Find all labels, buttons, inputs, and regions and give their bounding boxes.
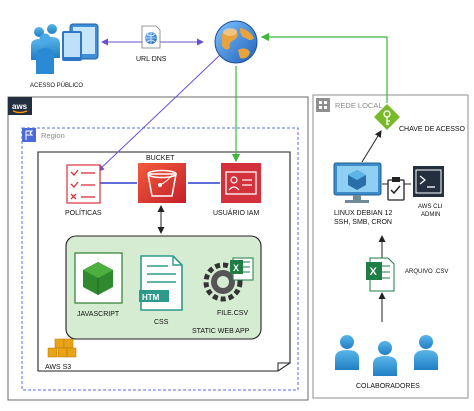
key-to-internet-connector	[260, 32, 388, 103]
clipboard-check-icon	[387, 177, 405, 201]
aws-s3-label: AWS S3	[45, 364, 71, 371]
access-key-label: CHAVE DE ACESSO	[399, 126, 466, 133]
iam-user-icon	[221, 163, 261, 203]
region-label: Region	[41, 131, 65, 140]
linux-node[interactable]: LINUX DEBIAN 12 SSH, SMB, CRON	[333, 162, 392, 226]
css-icon-text: HTM	[142, 293, 160, 302]
csv-file-node[interactable]: X ARQUIVO .CSV	[366, 257, 448, 292]
javascript-cube-icon	[74, 252, 123, 304]
computer-monitor-icon	[333, 162, 382, 203]
collaborators-node[interactable]: COLABORADORES	[335, 335, 438, 390]
terminal-icon	[413, 166, 444, 197]
aws-badge	[8, 97, 32, 115]
policies-label: POLÍTICAS	[65, 208, 102, 217]
bucket-label: BUCKET	[146, 155, 175, 162]
internet-node[interactable]	[214, 20, 258, 64]
bucket-node[interactable]: BUCKET	[138, 155, 186, 203]
globe-icon	[141, 25, 161, 49]
gear-excel-icon: X	[203, 257, 254, 302]
csv-file-label: ARQUIVO .CSV	[405, 269, 448, 275]
csv-icon-text: X	[233, 263, 239, 273]
users-group-icon	[335, 335, 438, 376]
access-key-node[interactable]: CHAVE DE ACESSO	[374, 104, 466, 133]
s3-bucket-icon	[138, 163, 186, 203]
linux-to-key-connector	[361, 130, 382, 163]
css-label: CSS	[154, 319, 169, 326]
file-csv-label: FILE.CSV	[217, 310, 248, 317]
css-document-icon: HTM	[139, 255, 183, 311]
internet-to-policies-connector	[97, 54, 221, 172]
aws-badge-text: aws	[12, 102, 28, 111]
javascript-label: JAVASCRIPT	[77, 311, 120, 318]
users-with-devices-icon	[31, 23, 99, 74]
static-web-app-label: STATIC WEB APP	[192, 328, 250, 335]
aws-cli-node[interactable]: AWS CLI ADMIN	[413, 166, 444, 218]
internet-globe-icon	[214, 20, 258, 64]
checklist-node	[387, 177, 405, 201]
css-node[interactable]: HTM CSS	[139, 255, 183, 326]
linux-label-line2: SSH, SMB, CRON	[334, 219, 392, 226]
dns-node[interactable]: URL DNS	[136, 25, 167, 63]
javascript-node[interactable]: JAVASCRIPT	[74, 252, 123, 318]
public-access-node[interactable]: ACESSO PÚBLICO	[30, 23, 99, 89]
dns-label: URL DNS	[136, 56, 167, 63]
key-diamond-icon	[374, 104, 400, 130]
iam-user-node[interactable]: USUÁRIO IAM	[213, 163, 261, 217]
region-container: Region	[21, 127, 299, 391]
excel-file-icon: X	[366, 257, 395, 292]
policies-node[interactable]: POLÍTICAS	[65, 164, 102, 217]
aws-cli-label-line1: AWS CLI	[418, 204, 443, 210]
local-network-panel: REDE LOCAL	[312, 94, 469, 399]
checklist-icon	[66, 164, 101, 204]
building-icon	[316, 98, 330, 112]
local-network-label: REDE LOCAL	[335, 101, 383, 110]
file-csv-node[interactable]: X FILE.CSV	[203, 257, 254, 317]
public-access-label: ACESSO PÚBLICO	[30, 82, 83, 89]
aws-cli-label-line2: ADMIN	[421, 212, 440, 218]
collaborators-label: COLABORADORES	[356, 383, 420, 390]
linux-label-line1: LINUX DEBIAN 12	[334, 210, 392, 217]
csv-file-icon-text: X	[370, 266, 378, 278]
aws-s3-icon	[47, 338, 77, 358]
iam-user-label: USUÁRIO IAM	[213, 208, 259, 217]
